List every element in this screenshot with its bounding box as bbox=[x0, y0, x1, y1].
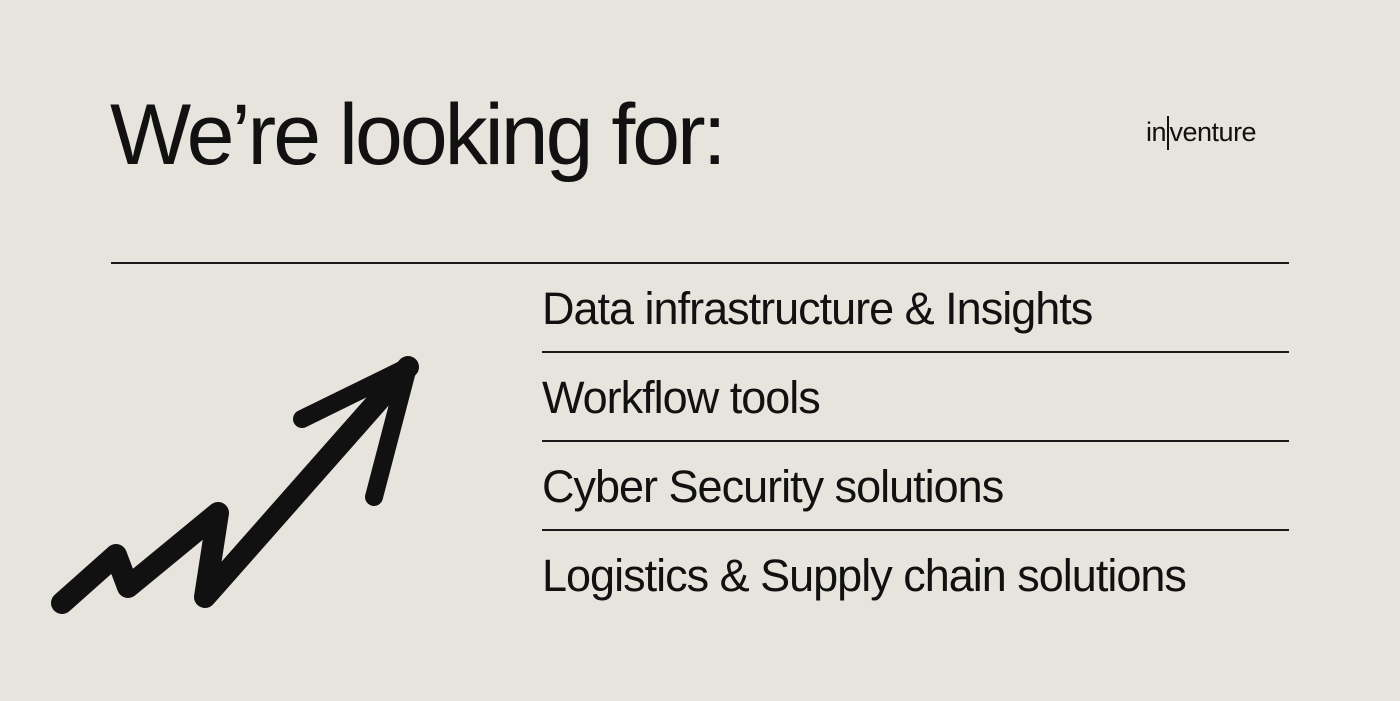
logo-text-right: venture bbox=[1169, 117, 1257, 147]
focus-area-label: Logistics & Supply chain solutions bbox=[542, 550, 1187, 601]
focus-area-label: Cyber Security solutions bbox=[542, 461, 1004, 512]
list-item: Workflow tools bbox=[542, 353, 1289, 442]
page-title: We’re looking for: bbox=[110, 87, 727, 183]
logo-text-left: in bbox=[1146, 117, 1167, 147]
focus-area-label: Workflow tools bbox=[542, 372, 821, 423]
top-divider bbox=[111, 262, 1289, 264]
list-item: Data infrastructure & Insights bbox=[542, 264, 1289, 353]
list-item: Logistics & Supply chain solutions bbox=[542, 531, 1289, 620]
list-item: Cyber Security solutions bbox=[542, 442, 1289, 531]
focus-area-label: Data infrastructure & Insights bbox=[542, 283, 1093, 334]
logo-divider-bar bbox=[1167, 116, 1169, 150]
focus-areas-list: Data infrastructure & Insights Workflow … bbox=[542, 264, 1289, 620]
brush-stroke-upward-arrow-icon bbox=[51, 356, 419, 614]
